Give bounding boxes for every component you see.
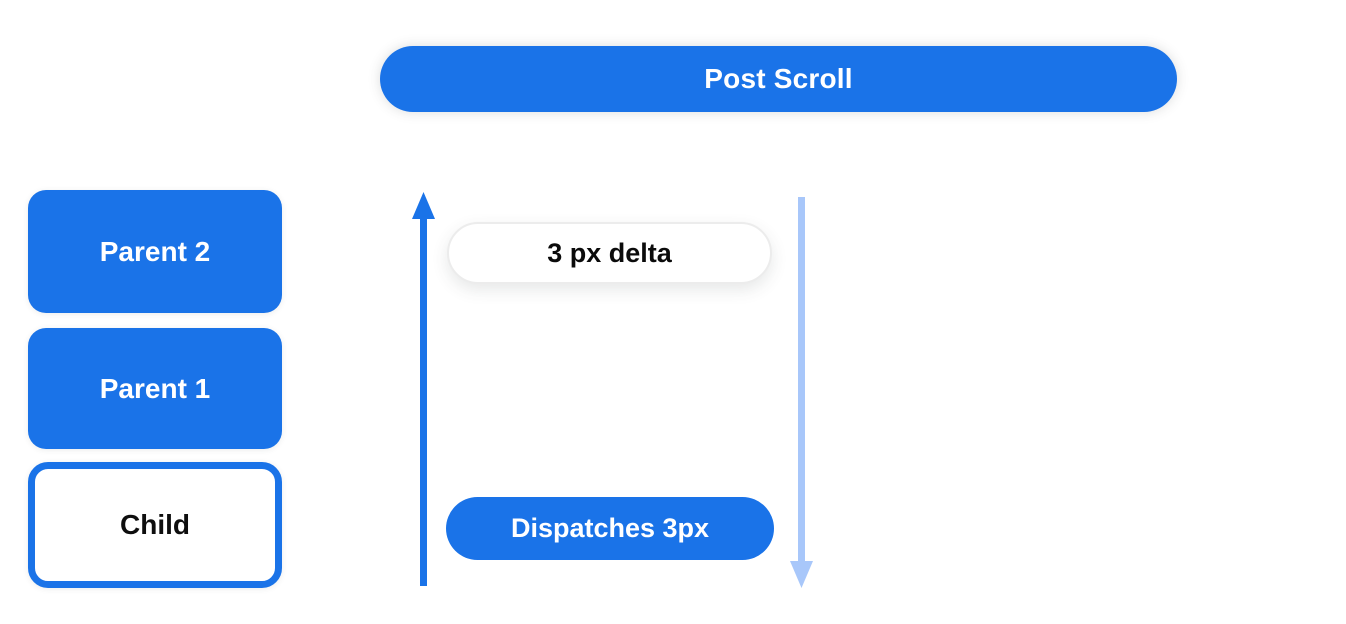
node-parent-2: Parent 2: [28, 190, 282, 313]
arrow-down-head: [790, 561, 813, 588]
arrow-down-shaft: [798, 197, 805, 563]
node-child: Child: [28, 462, 282, 588]
node-child-label: Child: [120, 509, 190, 540]
node-parent-1-label: Parent 1: [99, 372, 211, 404]
post-scroll-banner: Post Scroll: [380, 46, 1177, 112]
dispatches-pill-label: Dispatches 3px: [510, 513, 710, 543]
node-parent-1: Parent 1: [28, 328, 282, 449]
dispatches-pill: Dispatches 3px: [446, 497, 774, 560]
arrow-up-icon: [412, 192, 435, 586]
arrow-down-icon: [790, 197, 813, 588]
node-parent-2-label: Parent 2: [99, 235, 211, 267]
arrow-up-head: [412, 192, 435, 219]
arrow-up-shaft: [420, 216, 427, 586]
post-scroll-banner-label: Post Scroll: [704, 63, 853, 94]
delta-pill-label: 3 px delta: [547, 237, 672, 268]
delta-pill: 3 px delta: [447, 222, 772, 284]
